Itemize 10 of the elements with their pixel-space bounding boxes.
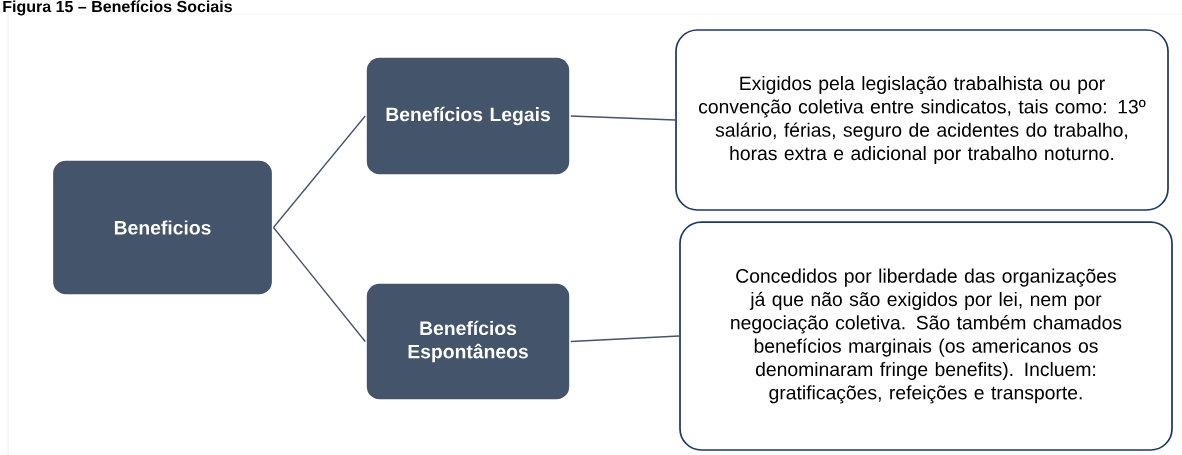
connector-line xyxy=(570,115,676,121)
category-box: Benefícios Legais xyxy=(365,56,571,176)
connector-line xyxy=(272,115,366,229)
connector-line xyxy=(570,335,680,343)
connector-line xyxy=(272,226,366,343)
description-box: Exigidos pela legislação trabalhista ou por convenção coletiva entre sindicatos, tais como: 13º salário, férias, seguro de acidentes do trabalho, horas extra e adicional por trabalho noturno. xyxy=(675,29,1169,211)
category-box: Benefícios Espontâneos xyxy=(365,282,571,401)
description-box: Concedidos por liberdade das organizações já que não são exigidos por lei, nem por negociação coletiva. São também chamados benefícios marginais (os americanos os denominaram fringe benefits). Incluem: gratificações, refeições e transporte. xyxy=(679,221,1173,451)
category-box: Beneficios xyxy=(51,159,274,296)
figure-title: Figura 15 – Benefícios Sociais xyxy=(3,0,232,16)
